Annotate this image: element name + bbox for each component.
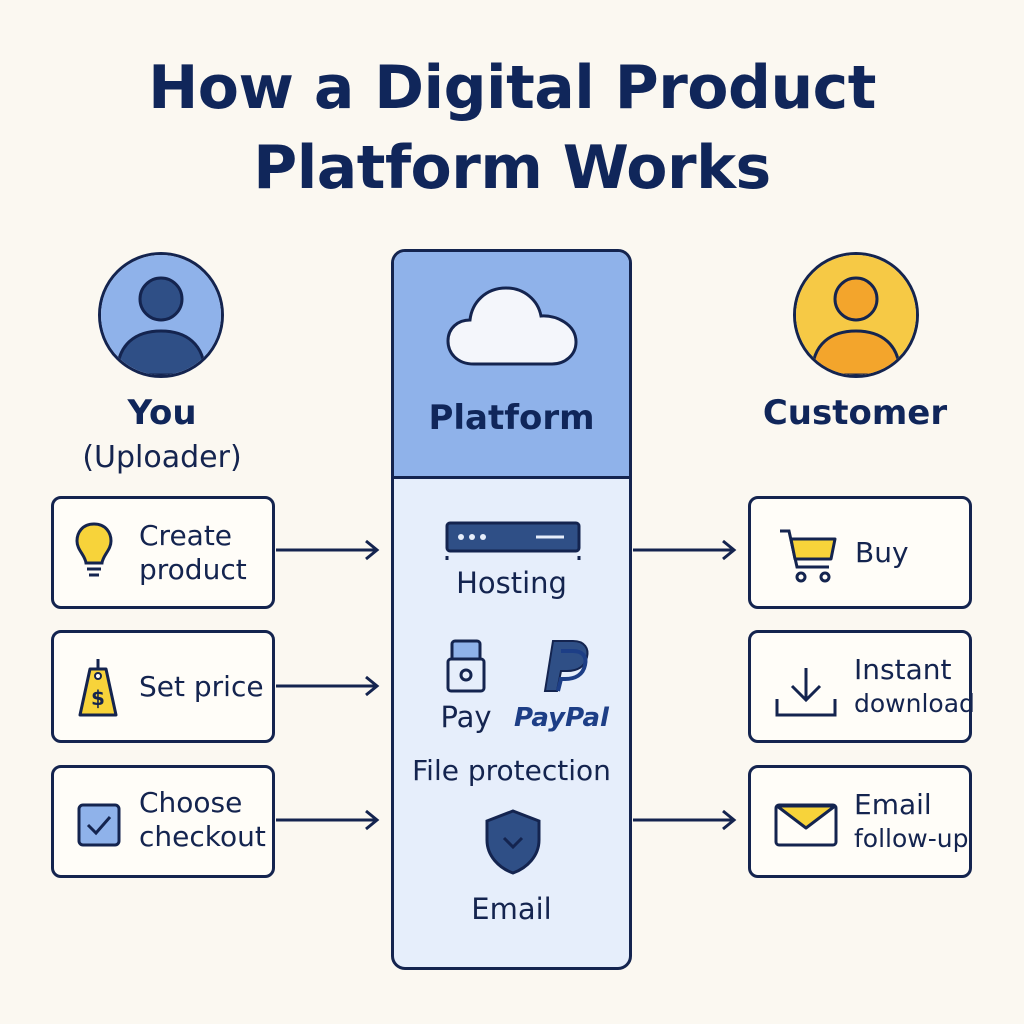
user-icon [796, 255, 916, 375]
customer-avatar [793, 252, 919, 378]
envelope-icon [774, 803, 838, 847]
arrow-right-icon [276, 809, 380, 831]
step-text: Create product [139, 519, 247, 586]
arrow-right-icon [276, 675, 380, 697]
hosting-label: Hosting [456, 566, 567, 600]
checkbox-icon [77, 803, 121, 847]
shopping-cart-icon [780, 529, 837, 583]
diagram-title: How a Digital Product Platform Works [0, 48, 1024, 208]
arrow-right-icon [633, 539, 737, 561]
price-tag-icon: $ [78, 659, 118, 717]
file-protection-label: File protection [412, 754, 611, 787]
step-instant-download: Instant download [748, 630, 975, 743]
uploader-avatar [98, 252, 224, 378]
server-icon [445, 521, 581, 560]
lock-icon [446, 639, 486, 693]
shield-icon [485, 809, 541, 875]
step-create-product: Create product [51, 496, 275, 609]
lightbulb-icon [75, 522, 113, 577]
arrow-right-icon [276, 539, 380, 561]
step-text: Buy [855, 536, 909, 569]
pay-label: Pay [440, 700, 492, 734]
email-label: Email [471, 892, 552, 926]
step-text: Choose checkout [139, 786, 266, 853]
user-icon [101, 255, 221, 375]
step-set-price: $ Set price [51, 630, 275, 743]
title-line-2: Platform Works [253, 133, 771, 203]
step-buy: Buy [748, 496, 972, 609]
cloud-icon [446, 286, 578, 366]
platform-label: Platform [428, 398, 595, 438]
uploader-sublabel: (Uploader) [82, 440, 242, 475]
uploader-label: You [127, 393, 197, 433]
step-text: Email follow-up [854, 788, 969, 853]
download-icon [775, 668, 837, 717]
step-text: Instant download [854, 653, 975, 718]
step-text: Set price [139, 670, 264, 703]
customer-label: Customer [762, 393, 948, 433]
step-choose-checkout: Choose checkout [51, 765, 275, 878]
paypal-logo-icon [543, 640, 589, 692]
arrow-right-icon [633, 809, 737, 831]
platform-header: Platform [394, 252, 629, 479]
paypal-label: PayPal [514, 703, 609, 733]
step-email-follow-up: Email follow-up [748, 765, 972, 878]
title-line-1: How a Digital Product [148, 53, 876, 123]
platform-column: Platform Hosting Pay PayPal File protect… [391, 249, 632, 970]
svg-text:$: $ [91, 686, 105, 710]
